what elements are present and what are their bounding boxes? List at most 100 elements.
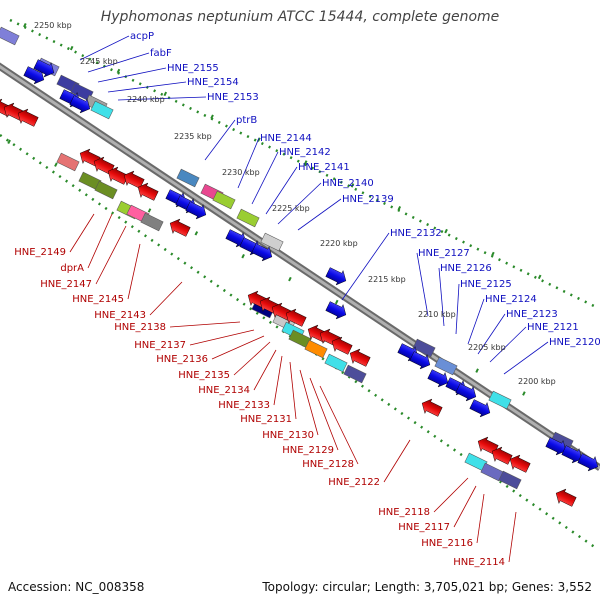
reverse-label-leader [169, 321, 241, 328]
gene-feature-fill [236, 208, 260, 228]
forward-gene-arrow [577, 453, 599, 472]
forward-label-leader [341, 232, 390, 301]
gene-feature-fill [140, 212, 164, 232]
forward-gene-arrow-shape [577, 453, 599, 472]
reverse-gene-arrow-shape [509, 454, 531, 473]
reverse-gene-label: HNE_2129 [282, 445, 334, 456]
forward-label-leader [438, 267, 445, 327]
reverse-label-leader [69, 213, 95, 253]
forward-label-leader [251, 151, 279, 205]
gene-feature-box [498, 470, 522, 490]
scale-label: 2235 kbp [174, 132, 212, 141]
scale-tick [475, 368, 479, 373]
reverse-gene-arrow-shape [93, 156, 115, 175]
forward-label-leader [87, 52, 150, 73]
forward-gene-label: HNE_2139 [342, 194, 394, 205]
forward-gene-arrow [469, 399, 491, 418]
forward-label-leader [503, 341, 549, 375]
reverse-gene-arrow [93, 156, 115, 175]
topology-text: Topology: circular; Length: 3,705,021 bp… [262, 580, 592, 594]
reverse-label-leader [189, 329, 255, 346]
reverse-gene-label: HNE_2122 [328, 477, 380, 488]
reverse-label-leader [233, 341, 271, 376]
gene-feature-box [343, 364, 367, 384]
scale-tick [537, 274, 542, 280]
gene-feature-box [236, 208, 260, 228]
reverse-gene-label: HNE_2145 [72, 294, 124, 305]
scale-tick [147, 208, 152, 213]
gene-feature-box [304, 339, 328, 359]
reverse-label-leader [433, 477, 469, 513]
reverse-gene-label: HNE_2131 [240, 414, 292, 425]
reverse-gene-arrow-shape [285, 308, 307, 327]
forward-gene-arrow-shape [409, 351, 431, 370]
reverse-gene-arrow-shape [349, 348, 371, 367]
forward-gene-label: HNE_2141 [298, 162, 350, 173]
reverse-gene-arrow-shape [137, 182, 159, 201]
forward-gene-arrow [455, 383, 477, 402]
gene-feature-fill [94, 180, 118, 200]
reverse-gene-arrow [555, 488, 577, 507]
scale-label: 2200 kbp [518, 377, 556, 386]
forward-gene-arrow [545, 437, 567, 456]
scale-tick [303, 160, 308, 165]
gene-feature-fill [304, 339, 328, 359]
reverse-gene-arrow [331, 336, 353, 355]
forward-gene-arrow-shape [455, 383, 477, 402]
reverse-gene-arrow [123, 170, 145, 189]
reverse-gene-arrow-shape [477, 436, 499, 455]
gene-feature-fill [176, 168, 200, 188]
gene-feature-box [0, 26, 20, 46]
reverse-label-leader [273, 355, 283, 406]
reverse-gene-arrow-shape [331, 336, 353, 355]
scale-label: 2240 kbp [127, 95, 165, 104]
reverse-gene-arrow-shape [491, 446, 513, 465]
forward-gene-arrow [409, 351, 431, 370]
forward-gene-label: HNE_2125 [460, 279, 512, 290]
scale-tick [288, 276, 292, 282]
scale-label: 2245 kbp [80, 57, 118, 66]
scale-tick [491, 251, 495, 257]
reverse-label-leader [289, 361, 297, 420]
forward-gene-arrow-shape [69, 95, 91, 114]
reverse-gene-label: HNE_2118 [378, 507, 430, 518]
forward-label-leader [204, 119, 236, 161]
scale-tick [194, 231, 199, 236]
scale-label: 2230 kbp [222, 168, 260, 177]
forward-gene-label: HNE_2144 [260, 133, 312, 144]
reverse-gene-label: HNE_2128 [302, 459, 354, 470]
reverse-gene-label: HNE_2136 [156, 354, 208, 365]
scale-label: 2215 kbp [368, 275, 406, 284]
scale-dotted-line [0, 133, 597, 550]
forward-gene-label: HNE_2153 [207, 92, 259, 103]
forward-gene-arrow-shape [325, 267, 347, 286]
forward-gene-label: HNE_2140 [322, 178, 374, 189]
forward-label-leader [237, 137, 260, 189]
gene-feature-box [140, 212, 164, 232]
forward-label-leader [416, 252, 429, 317]
forward-gene-arrow-shape [427, 369, 449, 388]
reverse-label-leader [508, 511, 517, 563]
forward-gene-label: HNE_2155 [167, 63, 219, 74]
reverse-label-leader [211, 335, 265, 360]
forward-gene-arrow [325, 301, 347, 320]
forward-label-leader [455, 283, 460, 335]
reverse-gene-arrow [137, 182, 159, 201]
scale-tick [241, 253, 245, 259]
reverse-label-leader [453, 485, 477, 528]
forward-label-leader [297, 198, 342, 231]
reverse-gene-label: HNE_2138 [114, 322, 166, 333]
gene-feature-box [324, 353, 348, 373]
reverse-label-leader [87, 213, 113, 269]
scale-tick [7, 139, 11, 145]
scale-tick [54, 162, 58, 167]
forward-gene-arrow-shape [185, 201, 207, 220]
reverse-label-leader [319, 385, 359, 465]
scale-tick [522, 391, 526, 396]
reverse-gene-label: HNE_2133 [218, 400, 270, 411]
reverse-gene-arrow [285, 308, 307, 327]
forward-gene-arrow-shape [469, 399, 491, 418]
forward-gene-arrow [185, 201, 207, 220]
reverse-gene-arrow-shape [555, 488, 577, 507]
